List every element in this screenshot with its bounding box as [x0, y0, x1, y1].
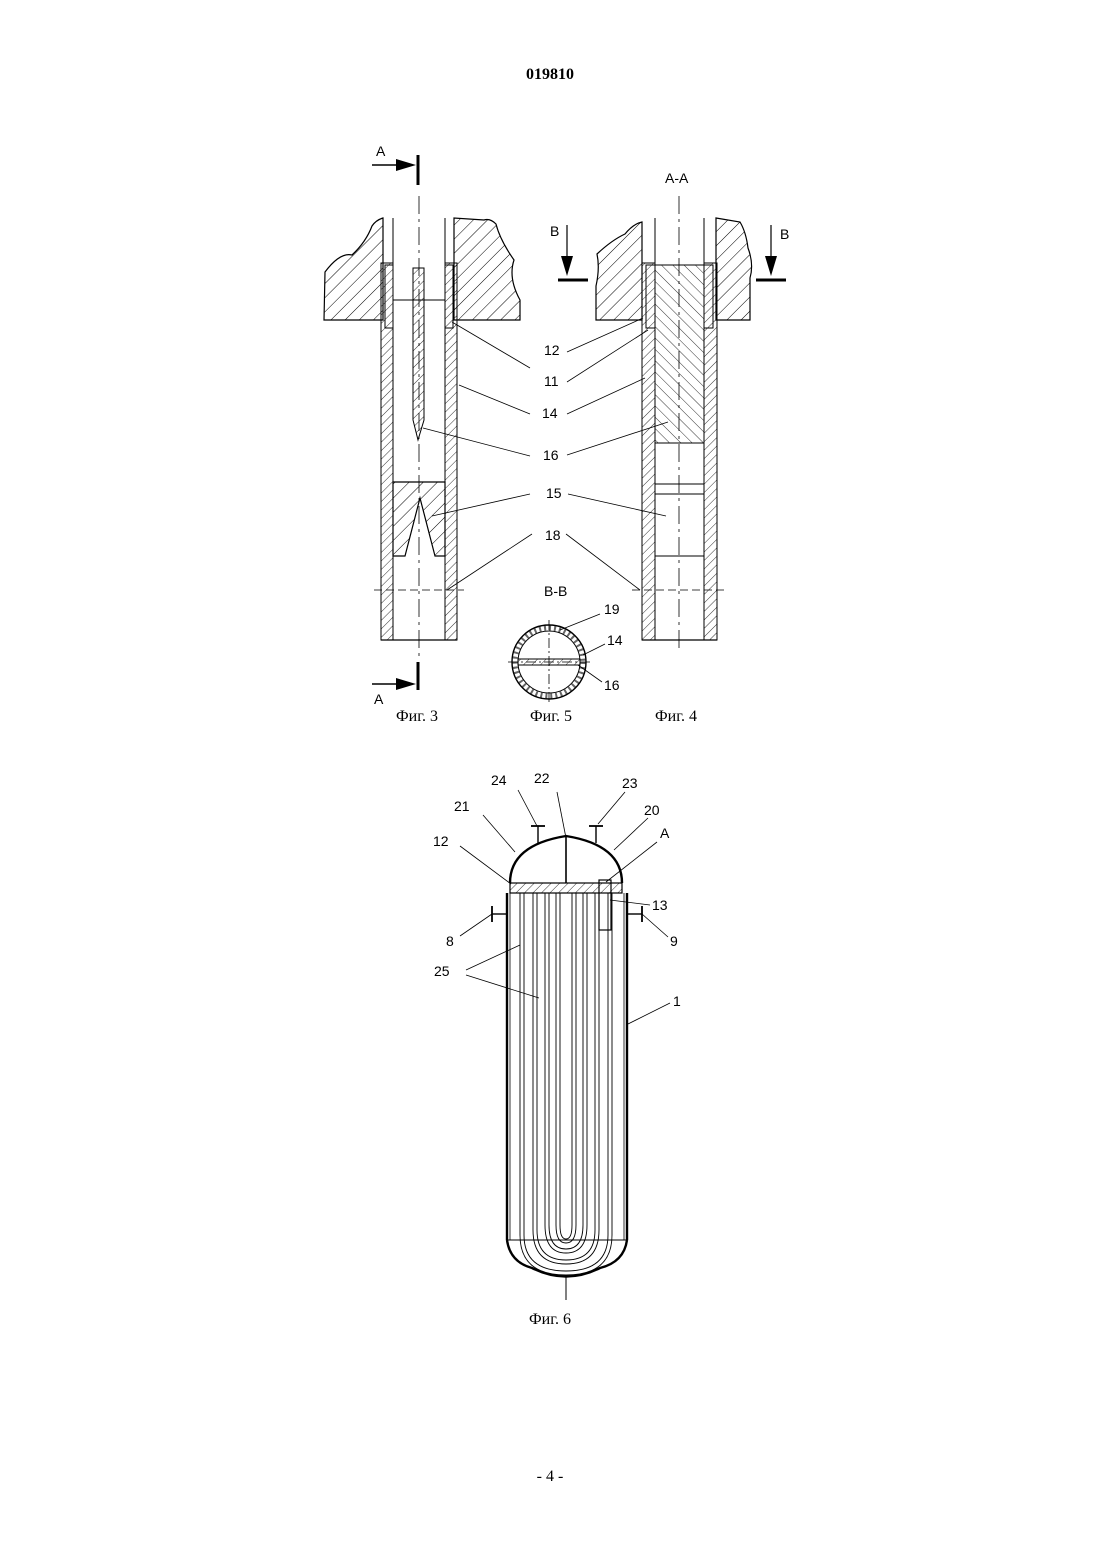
section-mark-b-left: B: [550, 223, 559, 239]
arrow-down-icon: [765, 256, 777, 276]
section-mark-a-top: A: [376, 143, 386, 159]
tube-sheet: [510, 883, 622, 893]
section-title-a-a: A-A: [665, 170, 689, 186]
label-18: 18: [545, 527, 561, 543]
label-14-fig5: 14: [607, 632, 623, 648]
label-20: 20: [644, 802, 660, 818]
figure-6-drawing: 24 22 23 21 20 12 A 13 8 9 25 1: [433, 770, 681, 1300]
label-11: 11: [544, 373, 559, 389]
section-mark-a-bottom: A: [374, 691, 384, 707]
tube-sheet-right: [716, 218, 752, 320]
figure-4-drawing: A-A B B: [550, 170, 789, 652]
arrow-right-icon: [396, 159, 416, 171]
page-number: - 4 -: [0, 1468, 1100, 1486]
label-15: 15: [546, 485, 562, 501]
label-25: 25: [434, 963, 450, 979]
label-12-fig6: 12: [433, 833, 449, 849]
figure-6-caption: Фиг. 6: [500, 1311, 600, 1329]
figure-3-caption: Фиг. 3: [367, 708, 467, 726]
label-16: 16: [543, 447, 559, 463]
label-24: 24: [491, 772, 507, 788]
label-19: 19: [604, 601, 620, 617]
knife-blade-face: [655, 265, 704, 443]
section-mark-b-right: B: [780, 226, 789, 242]
section-title-b-b: B-B: [544, 583, 567, 599]
label-12: 12: [544, 342, 560, 358]
label-8: 8: [446, 933, 454, 949]
tube-wall-right: [445, 263, 457, 640]
label-23: 23: [622, 775, 638, 791]
knife-blade: [413, 268, 424, 440]
label-a-fig6: A: [660, 825, 670, 841]
figure-5-caption: Фиг. 5: [501, 708, 601, 726]
arrow-right-icon: [396, 678, 416, 690]
tube-sheet-left: [324, 218, 383, 320]
label-14: 14: [542, 405, 558, 421]
tube-sheet-right: [454, 218, 520, 320]
label-1: 1: [673, 993, 681, 1009]
label-13: 13: [652, 897, 668, 913]
figure-5-drawing: B-B 19 14 16: [508, 583, 623, 704]
figure-4-caption: Фиг. 4: [626, 708, 726, 726]
tube-sheet-left: [596, 222, 642, 320]
label-21: 21: [454, 798, 470, 814]
tube-wall-left: [381, 263, 393, 640]
u-tube-bundle: [520, 893, 612, 1275]
figure-3-drawing: A A: [324, 143, 532, 707]
label-9: 9: [670, 933, 678, 949]
label-22: 22: [534, 770, 550, 786]
arrow-down-icon: [561, 256, 573, 276]
label-16-fig5: 16: [604, 677, 620, 693]
